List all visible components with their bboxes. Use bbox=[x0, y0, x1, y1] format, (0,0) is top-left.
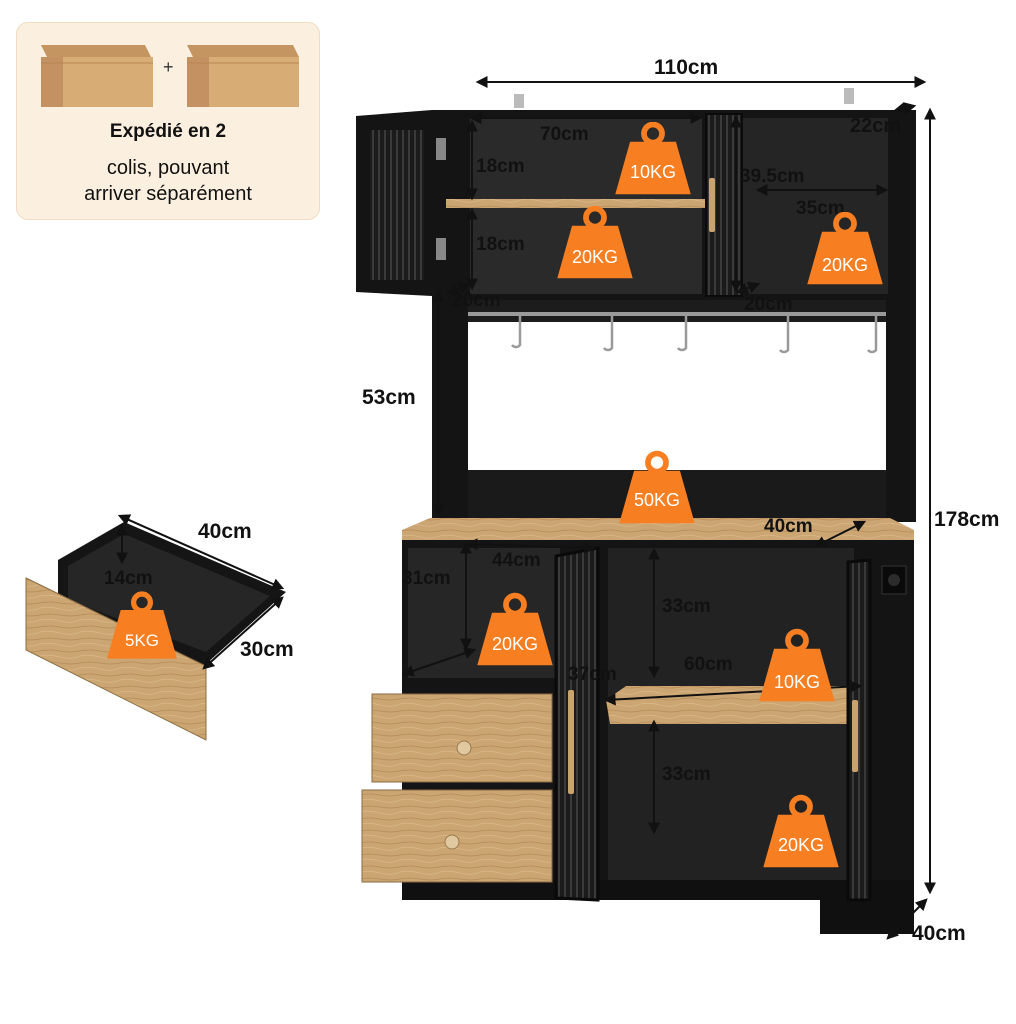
label-left-cubby-width: 44cm bbox=[492, 550, 541, 571]
dim-drawer-width bbox=[117, 514, 285, 590]
dimension-labels: 110cm 22cm 178cm 40cm 70cm 18cm 18cm 20c… bbox=[104, 56, 999, 945]
weight-drawer: 5KG bbox=[125, 631, 159, 650]
weight-top-right: 20KG bbox=[822, 255, 868, 275]
weight-cabinet-shelf: 10KG bbox=[774, 672, 820, 692]
label-cabinet-lower-height: 33cm bbox=[662, 764, 711, 785]
middle-glass-door bbox=[554, 546, 600, 902]
label-drawer-width: 40cm bbox=[198, 520, 252, 543]
label-top-lower-height: 18cm bbox=[476, 234, 525, 255]
label-total-width: 110cm bbox=[654, 56, 718, 79]
dim-left-cubby-width bbox=[465, 538, 597, 554]
dim-drawer-depth bbox=[202, 596, 284, 670]
weight-top-lower: 20KG bbox=[572, 247, 618, 267]
label-left-cubby-height: 31cm bbox=[402, 568, 451, 589]
label-top-shelf-width: 70cm bbox=[540, 124, 589, 145]
label-top-right-depth: 20cm bbox=[744, 294, 793, 315]
weight-icon: 20KG bbox=[763, 798, 838, 868]
label-top-depth: 22cm bbox=[850, 115, 901, 137]
dim-top-depth bbox=[893, 102, 917, 114]
shipping-line-2: arriver séparément bbox=[84, 183, 252, 205]
outlet-socket bbox=[888, 574, 900, 586]
hinge bbox=[436, 238, 446, 260]
drawer-knob[interactable] bbox=[456, 740, 472, 756]
shipping-info-card: + Expédié en 2 colis, pouvant arriver sé… bbox=[16, 22, 320, 220]
weight-cabinet-bottom: 20KG bbox=[778, 835, 824, 855]
dim-left-cubby-depth bbox=[401, 647, 477, 677]
label-cabinet-shelf-width: 60cm bbox=[684, 654, 733, 675]
s-hooks bbox=[511, 316, 878, 354]
weight-icon: 20KG bbox=[557, 209, 632, 279]
label-base-depth: 40cm bbox=[912, 922, 966, 945]
hook bbox=[677, 316, 688, 352]
hanging-rod bbox=[468, 312, 886, 316]
label-top-shelf-depth: 20cm bbox=[452, 290, 501, 311]
dim-top-right-depth bbox=[735, 281, 761, 295]
top-wood-shelf bbox=[446, 199, 718, 208]
base-foot bbox=[820, 900, 914, 934]
countertop bbox=[402, 518, 914, 540]
wall-anchor-icon bbox=[844, 88, 854, 104]
dim-counter-depth bbox=[813, 520, 867, 548]
label-cabinet-height: 37cm bbox=[568, 664, 617, 685]
weight-icon: 10KG bbox=[615, 125, 690, 195]
dimension-lines bbox=[116, 76, 936, 940]
hook bbox=[867, 316, 878, 354]
hook bbox=[603, 316, 614, 352]
label-top-upper-height: 18cm bbox=[476, 156, 525, 177]
weight-icon: 10KG bbox=[759, 632, 834, 702]
dim-base-depth bbox=[886, 898, 928, 940]
drawer-upper[interactable] bbox=[371, 693, 553, 783]
label-counter-depth: 40cm bbox=[764, 516, 813, 537]
door-handle bbox=[852, 700, 858, 772]
box-icon bbox=[41, 45, 153, 107]
drawer-lower[interactable] bbox=[361, 789, 553, 883]
weight-badges: 10KG 20KG 20KG 50KG 20KG 10KG 20KG 5KG bbox=[107, 125, 883, 868]
label-cabinet-upper-height: 33cm bbox=[662, 596, 711, 617]
weight-icon: 20KG bbox=[807, 215, 882, 285]
two-boxes-icon bbox=[41, 45, 299, 107]
shipping-subtitle: colis, pouvant arriver séparément bbox=[17, 155, 319, 207]
weight-icon: 20KG bbox=[477, 596, 552, 666]
shipping-title: Expédié en 2 bbox=[109, 121, 227, 142]
weight-icon: 50KG bbox=[619, 454, 694, 524]
hutch-right-post bbox=[886, 300, 916, 522]
hook bbox=[779, 316, 790, 354]
dim-top-shelf-depth bbox=[445, 282, 471, 296]
door-handle bbox=[568, 690, 574, 794]
hutch-rail bbox=[468, 300, 886, 322]
drawer-knob[interactable] bbox=[444, 834, 460, 850]
label-total-height: 178cm bbox=[934, 508, 999, 531]
right-glass-door bbox=[846, 558, 872, 902]
label-top-right-height: 39.5cm bbox=[740, 166, 804, 187]
door-handle bbox=[709, 178, 715, 232]
hinge bbox=[436, 138, 446, 160]
weight-icon: 5KG bbox=[107, 594, 177, 659]
shipping-line-1: colis, pouvant bbox=[106, 157, 230, 179]
box-icon bbox=[187, 45, 299, 107]
hook bbox=[511, 316, 522, 349]
label-top-right-width: 35cm bbox=[796, 198, 845, 219]
weight-left-cubby: 20KG bbox=[492, 634, 538, 654]
weight-counter: 50KG bbox=[634, 490, 680, 510]
plus-sign: + bbox=[163, 57, 174, 77]
base-plinth bbox=[402, 880, 914, 900]
wall-anchor-icon bbox=[514, 94, 524, 108]
weight-top-upper: 10KG bbox=[630, 162, 676, 182]
label-drawer-depth: 30cm bbox=[240, 638, 294, 661]
door-glass-panel bbox=[370, 130, 424, 280]
label-hutch-height: 53cm bbox=[362, 386, 416, 409]
label-drawer-height: 14cm bbox=[104, 568, 153, 589]
